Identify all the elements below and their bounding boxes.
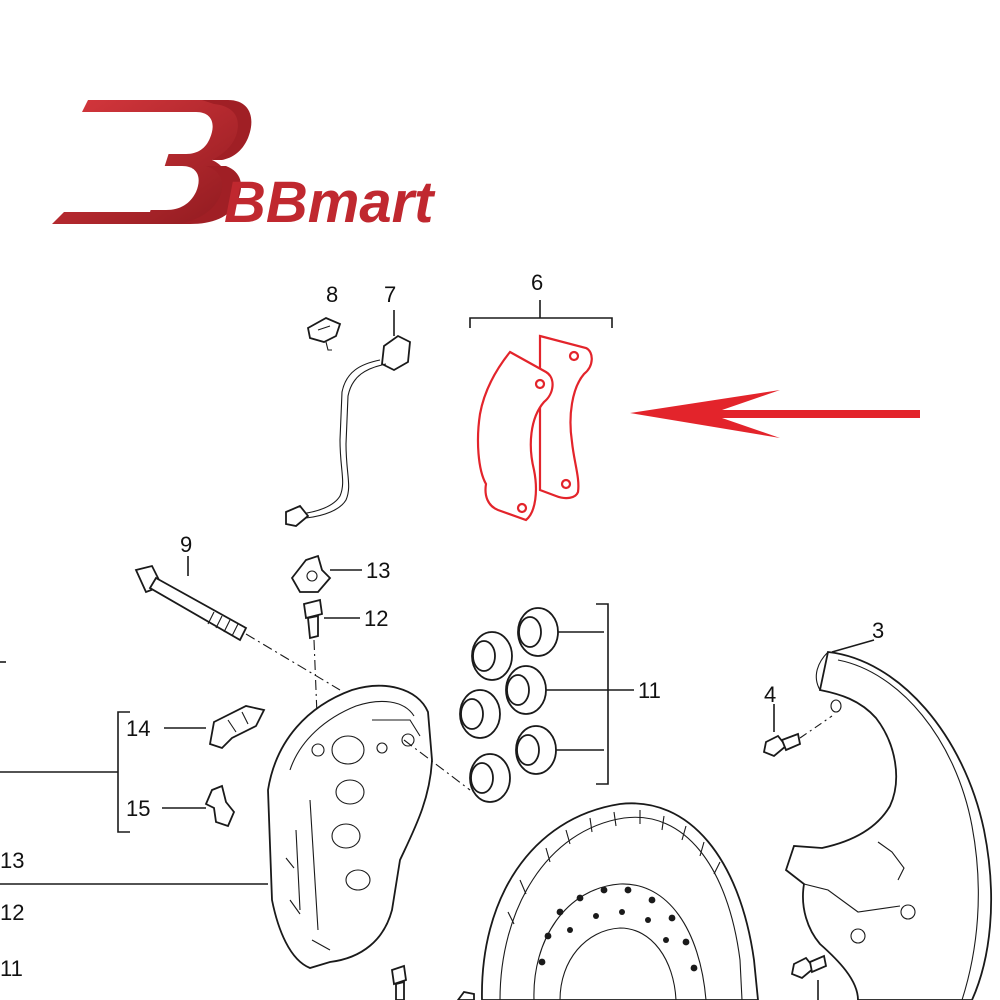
callout-12-left: 12 [0, 900, 24, 925]
brake-disc [456, 802, 759, 1000]
part-6-brake-pads [469, 300, 613, 522]
part-4-screw [762, 704, 833, 1000]
callout-6: 6 [531, 270, 543, 295]
callout-7: 7 [384, 282, 396, 307]
part-3-splash-shield [784, 639, 993, 1000]
callout-14: 14 [126, 716, 150, 741]
brand-name: BBmart [224, 170, 436, 235]
bottom-bolt [391, 964, 407, 1000]
callout-9: 9 [180, 532, 192, 557]
callout-4: 4 [764, 682, 776, 707]
callout-13-top: 13 [366, 558, 390, 583]
part-8-clip [306, 316, 342, 351]
callout-11: 11 [638, 678, 661, 703]
brake-caliper [0, 684, 471, 969]
callout-13-left: 13 [0, 848, 24, 873]
part-9-bolt [134, 556, 341, 691]
callout-11-left: 11 [0, 956, 23, 981]
brand-logo: BBmart [52, 100, 436, 235]
part-7-wear-sensor [285, 310, 411, 527]
logo-monogram [52, 100, 252, 224]
part-13-bracket [290, 554, 362, 593]
part-11-piston-seals [459, 603, 634, 803]
highlight-arrow [630, 390, 920, 438]
callout-3: 3 [872, 618, 884, 643]
callout-8: 8 [326, 282, 338, 307]
callout-12-top: 12 [364, 606, 388, 631]
callout-15: 15 [126, 796, 150, 821]
parts-14-15-clips [0, 661, 266, 833]
